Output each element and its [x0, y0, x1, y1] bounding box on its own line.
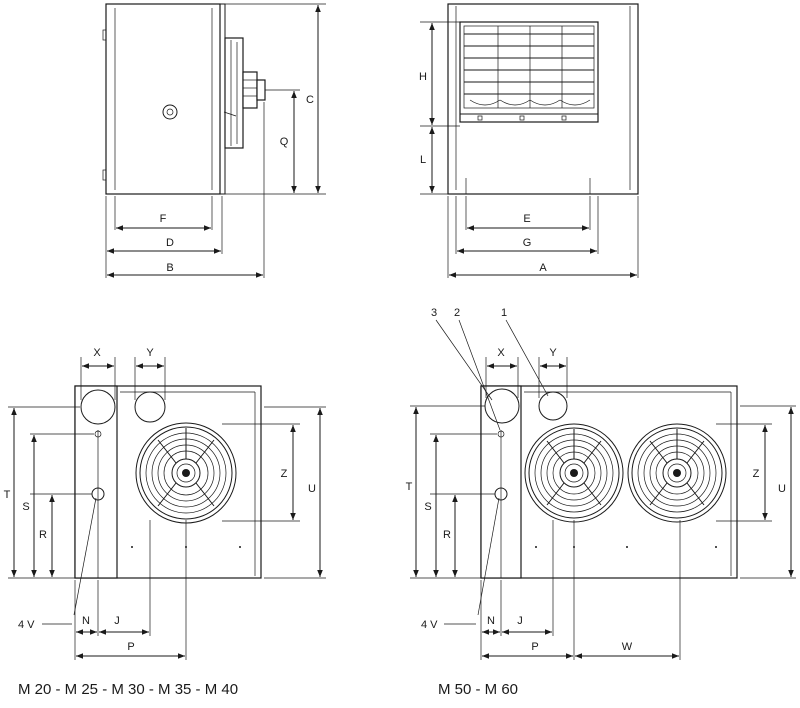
label-J: J	[517, 615, 523, 627]
label-N: N	[487, 615, 495, 627]
pipe-y-icon	[134, 391, 166, 423]
fan-grille-icon	[135, 422, 237, 524]
label-4V: 4 V	[421, 619, 438, 631]
callout-1: 1	[501, 307, 507, 319]
pipe-x-icon	[80, 389, 116, 425]
side-fan-housing-icon	[223, 37, 266, 149]
fitting-s-icon	[94, 430, 102, 438]
side-knob-icon	[162, 104, 178, 120]
label-P: P	[127, 641, 134, 653]
label-G: G	[523, 237, 532, 249]
side-casing	[105, 3, 221, 195]
label-R: R	[443, 529, 451, 541]
label-B: B	[166, 262, 173, 274]
fan-grille-icon	[627, 423, 727, 523]
label-A: A	[539, 262, 547, 274]
label-C: C	[306, 94, 314, 106]
rear-view-large: 3 2 1 4 V X Y T S	[406, 307, 796, 698]
label-Z: Z	[753, 468, 760, 480]
label-X: X	[497, 347, 505, 359]
label-J: J	[114, 615, 120, 627]
rear-small-manifold	[74, 385, 118, 579]
label-R: R	[39, 529, 47, 541]
label-U: U	[308, 483, 316, 495]
front-view: H L E G A	[419, 3, 639, 278]
label-Y: Y	[549, 347, 557, 359]
label-W: W	[622, 641, 633, 653]
label-L: L	[420, 154, 426, 166]
label-Q: Q	[280, 136, 289, 148]
label-Z: Z	[281, 468, 288, 480]
label-T: T	[4, 489, 11, 501]
caption-large-models: M 50 - M 60	[438, 681, 518, 698]
fitting-s-icon	[497, 430, 505, 438]
label-4V: 4 V	[18, 619, 35, 631]
label-D: D	[166, 237, 174, 249]
caption-small-models: M 20 - M 25 - M 30 - M 35 - M 40	[18, 681, 238, 698]
label-E: E	[523, 213, 530, 225]
label-X: X	[93, 347, 101, 359]
callout-3: 3	[431, 307, 437, 319]
label-U: U	[778, 483, 786, 495]
side-view: F D B Q C	[102, 3, 326, 278]
rear-view-small: 4 V X Y T S R Z U N J P M 20 - M 25 - M …	[4, 347, 326, 698]
pipe-y-icon	[538, 391, 568, 421]
label-S: S	[22, 501, 29, 513]
label-H: H	[419, 71, 427, 83]
label-S: S	[424, 501, 431, 513]
fan-grille-icon	[524, 423, 624, 523]
label-N: N	[82, 615, 90, 627]
callout-2: 2	[454, 307, 460, 319]
label-P: P	[531, 641, 538, 653]
rear-large-casing	[480, 385, 738, 579]
label-T: T	[406, 481, 413, 493]
label-F: F	[160, 213, 167, 225]
front-louvre-icon	[459, 21, 599, 123]
label-Y: Y	[146, 347, 154, 359]
